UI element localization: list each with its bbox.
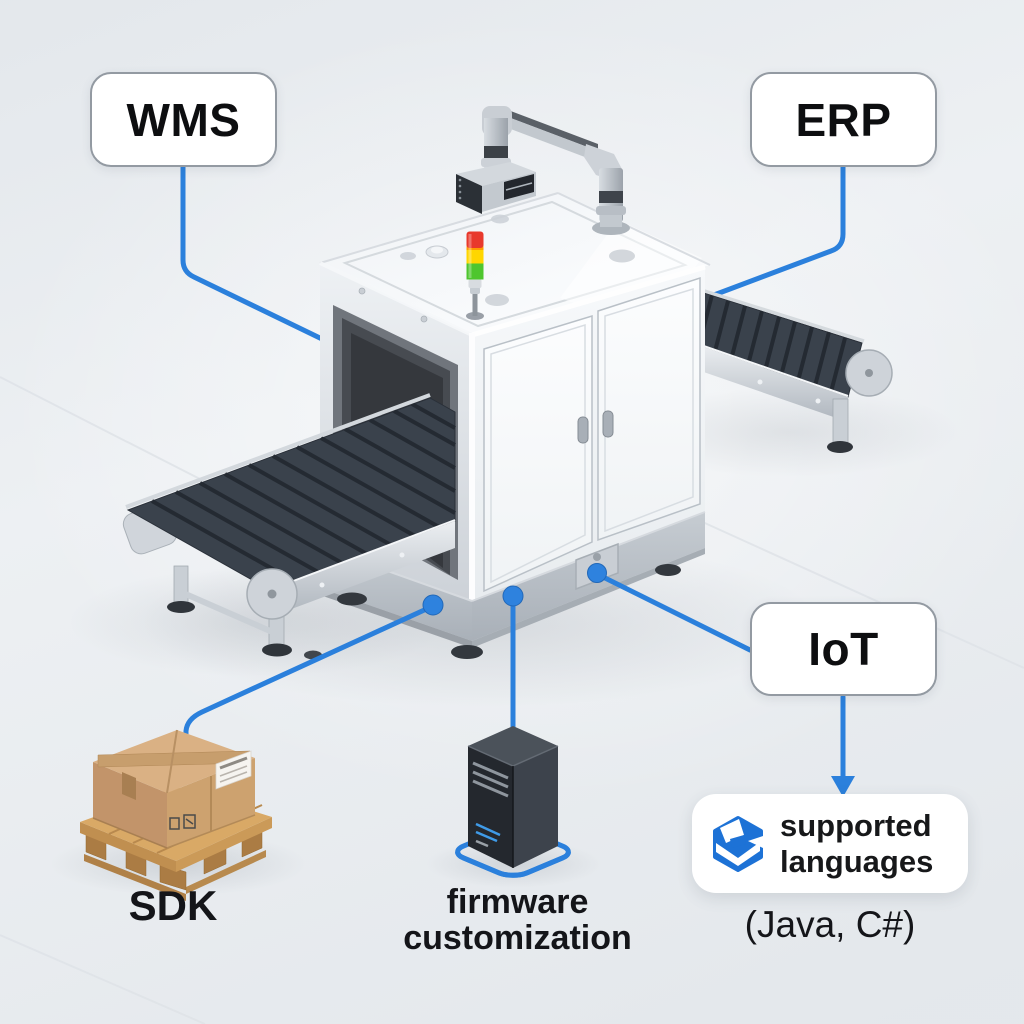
status-light-yellow [466, 247, 484, 264]
sdk-label: SDK [128, 882, 218, 929]
sdk-connector-line [183, 603, 436, 743]
conveyor-belt-left [122, 393, 456, 660]
machine-doors [483, 276, 701, 593]
erp-label-box: ERP [750, 72, 937, 167]
firmware-customization-label: firmware customization [403, 883, 632, 958]
signal-tower-light [466, 231, 484, 320]
door-handle [577, 416, 589, 444]
languages-logo-icon [710, 815, 766, 873]
door-handle [602, 410, 614, 438]
status-light-red [466, 231, 484, 248]
erp-label: ERP [795, 93, 892, 146]
wms-label: WMS [126, 93, 241, 146]
cardboard-box [92, 729, 256, 849]
box-print-marks [169, 814, 196, 830]
machine-feet [337, 564, 681, 659]
iot-connector-line [594, 571, 753, 653]
supported-languages-label: supported languages [780, 808, 934, 879]
server-tower [467, 726, 559, 868]
erp-connector-line [703, 164, 846, 301]
languages-note-label: (Java, C#) [744, 904, 916, 945]
supported-languages-box: supported languages [692, 794, 968, 893]
status-light-green [466, 263, 484, 280]
camera-housing [456, 162, 536, 214]
wms-label-box: WMS [90, 72, 277, 167]
wms-connector-line [180, 164, 325, 342]
camera-arm [456, 106, 630, 235]
machine-port-dots [422, 563, 607, 616]
shipping-label [215, 750, 252, 790]
conveyor-belt-right [694, 286, 893, 453]
iot-label: IoT [808, 623, 879, 675]
iot-label-box: IoT [750, 602, 937, 696]
iot-to-languages-arrow [831, 694, 855, 797]
